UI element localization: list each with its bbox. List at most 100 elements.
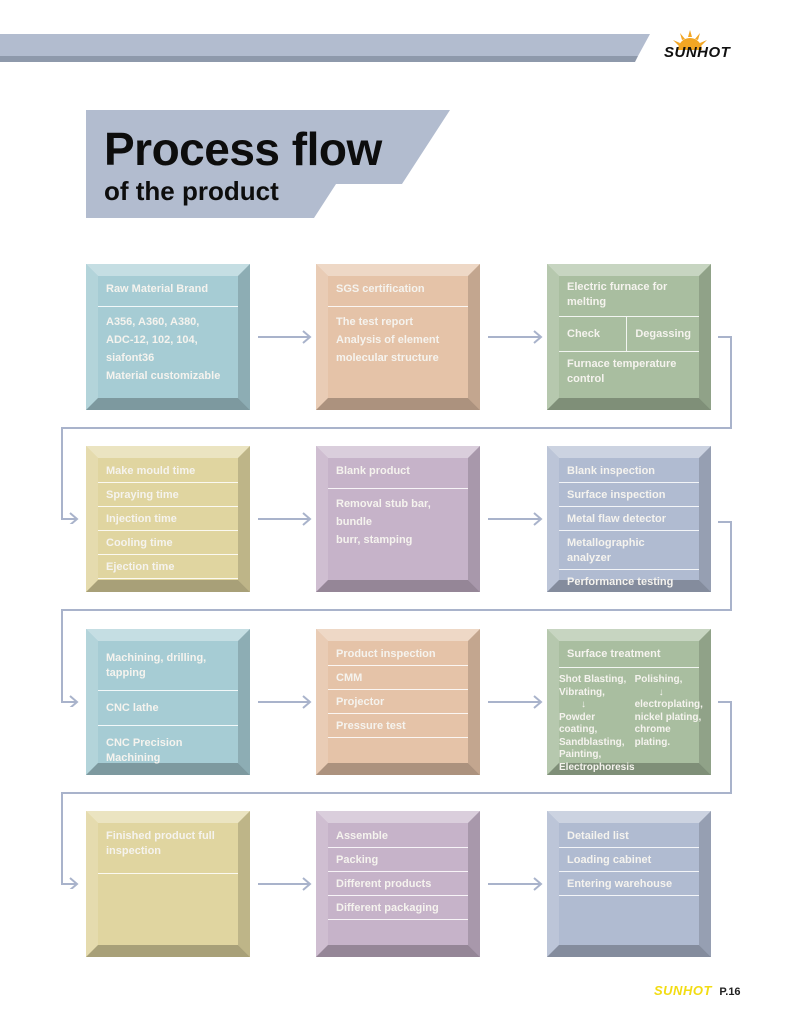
treatment-line: plating.: [634, 736, 671, 748]
step-title: Electric furnace for melting: [567, 281, 668, 308]
divider: [559, 667, 699, 668]
step-line: The test report: [336, 316, 414, 328]
step-line: A356, A360, A380,: [106, 316, 200, 328]
footer-brand: SUNHOT: [654, 983, 712, 998]
page-number: P.16: [719, 986, 741, 998]
step-line: bundle: [336, 516, 373, 528]
step-line: molecular structure: [336, 352, 439, 364]
divider: [98, 554, 238, 555]
step-item: Different packaging: [336, 902, 439, 914]
step-title: SGS certification: [336, 283, 425, 295]
step-title: Finished product full inspection: [106, 830, 215, 857]
step-section: Machining, drilling, tapping: [106, 652, 207, 679]
arrow-right-icon: [258, 512, 312, 526]
footer: SUNHOT P.16: [654, 982, 741, 1000]
split-cell: Degassing: [635, 328, 691, 340]
step-item: Metallographic analyzer: [567, 537, 645, 564]
row-connector: [61, 701, 732, 889]
step-item: Pressure test: [336, 720, 406, 732]
divider: [98, 530, 238, 531]
arrow-right-icon: [488, 877, 543, 891]
row-connector: [61, 336, 732, 524]
treatment-line: Electrophoresis: [559, 761, 635, 773]
step-content: Finished product full inspection: [98, 823, 238, 945]
step-item: Packing: [336, 854, 379, 866]
arrow-right-icon: [488, 695, 543, 709]
divider: [559, 506, 699, 507]
step-item: Product inspection: [336, 648, 436, 660]
step-line: ADC-12, 102, 104,: [106, 334, 198, 346]
divider: [328, 871, 468, 872]
treatment-line: chrome: [634, 724, 671, 735]
arrow-right-icon: [258, 695, 312, 709]
step-line: Removal stub bar,: [336, 498, 431, 510]
divider: [98, 725, 238, 726]
step-item: Make mould time: [106, 465, 196, 477]
header-bar: [0, 34, 650, 62]
divider: [559, 530, 699, 531]
left-column: Shot Blasting,Vibrating,↓Powder coating,…: [559, 674, 635, 774]
divider: [559, 593, 699, 594]
divider: [98, 306, 238, 307]
step-item: Loading cabinet: [567, 854, 652, 866]
divider: [98, 690, 238, 691]
step-item: Detailed list: [567, 830, 629, 842]
brand-logo: SUNHOT: [664, 30, 748, 66]
step-item: Blank inspection: [567, 465, 656, 477]
arrow-right-icon: [488, 512, 543, 526]
step-section: CNC Precision Machining: [106, 737, 183, 764]
treatment-line: nickel plating,: [634, 711, 702, 723]
step-section: CNC lathe: [106, 702, 159, 714]
step-line: Furnace temperature control: [567, 358, 677, 385]
divider: [98, 506, 238, 507]
right-column: Polishing,↓electroplating,nickel plating…: [635, 674, 703, 774]
divider: [328, 919, 468, 920]
step-title: Blank product: [336, 465, 410, 477]
divider: [559, 569, 699, 570]
sun-icon: [673, 30, 707, 50]
step-item: Different products: [336, 878, 432, 890]
divider: [559, 847, 699, 848]
step-item: Cooling time: [106, 537, 173, 549]
title-block: Process flow of the product: [86, 110, 456, 220]
step-item: Ejection time: [106, 561, 175, 573]
arrow-right-icon: [488, 330, 543, 344]
divider: [559, 482, 699, 483]
divider: [328, 665, 468, 666]
treatment-line: Polishing,: [634, 674, 683, 685]
step-item: Metal flaw detector: [567, 513, 667, 525]
brand-name: SUNHOT: [664, 44, 731, 61]
step-box-final-inspection: Finished product full inspection: [86, 811, 250, 957]
step-item: Injection time: [106, 513, 177, 525]
divider: [98, 873, 238, 874]
divider: [559, 871, 699, 872]
divider: [559, 895, 699, 896]
arrow-right-icon: [258, 877, 312, 891]
treatment-line: Vibrating,: [559, 686, 605, 698]
step-line: Material customizable: [106, 370, 221, 382]
page-title: Process flow: [104, 123, 382, 175]
step-title: Surface treatment: [567, 648, 661, 660]
treatment-line: Sandblasting,: [559, 736, 625, 748]
divider: [328, 737, 468, 738]
divider: [559, 351, 699, 352]
step-item: Entering warehouse: [567, 878, 673, 890]
